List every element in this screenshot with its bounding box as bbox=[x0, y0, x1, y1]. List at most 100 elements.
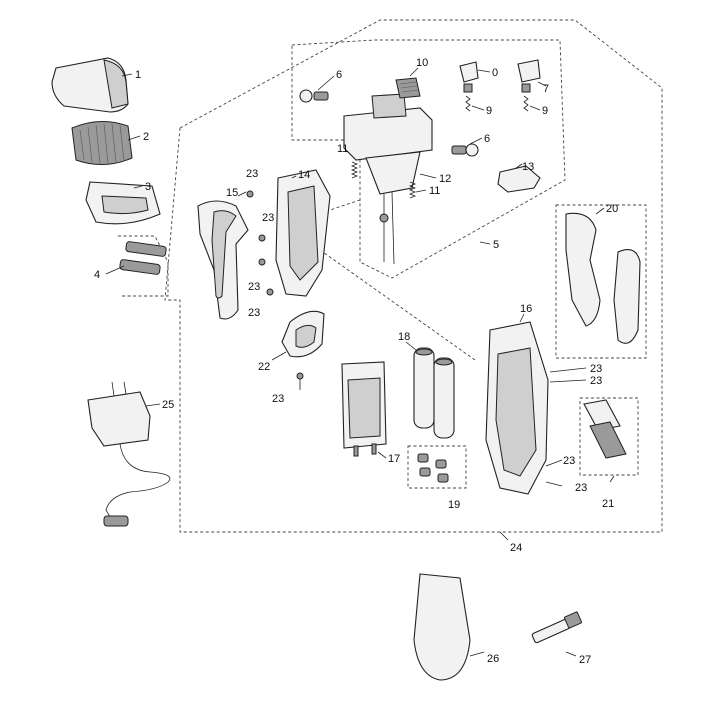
callout-6a: 6 bbox=[336, 69, 342, 81]
leader-3 bbox=[133, 185, 143, 189]
callout-4: 4 bbox=[94, 269, 100, 281]
callout-15: 15 bbox=[226, 187, 238, 199]
leader-2 bbox=[127, 135, 141, 141]
callout-26: 26 bbox=[487, 653, 499, 665]
part-23-screw-switch bbox=[296, 372, 304, 390]
leader-21 bbox=[609, 475, 615, 483]
callout-23d: 23 bbox=[248, 307, 260, 319]
callout-12: 12 bbox=[439, 173, 451, 185]
callout-1: 1 bbox=[135, 69, 141, 81]
leader-7 bbox=[537, 81, 547, 87]
callout-14: 14 bbox=[298, 169, 310, 181]
callout-23b: 23 bbox=[262, 212, 274, 224]
callout-9a: 9 bbox=[486, 105, 492, 117]
part-13-trimmer-knob bbox=[497, 165, 541, 193]
leader-17 bbox=[377, 451, 387, 459]
part-0-trimmer-lever-left bbox=[459, 61, 479, 93]
group-outline-19 bbox=[407, 445, 467, 489]
leader-20 bbox=[595, 207, 605, 215]
callout-22: 22 bbox=[258, 361, 270, 373]
leader-9b bbox=[529, 105, 541, 111]
callout-9b: 9 bbox=[542, 105, 548, 117]
leader-1 bbox=[121, 73, 133, 77]
group-outline-20 bbox=[555, 204, 647, 359]
part-20-grip-pads bbox=[565, 212, 641, 344]
callout-23a: 23 bbox=[246, 168, 258, 180]
leader-15 bbox=[237, 191, 247, 197]
group-outline-24 bbox=[164, 19, 663, 533]
part-4-inner-blades bbox=[119, 241, 167, 275]
part-10-head-cover bbox=[395, 77, 421, 99]
callout-11a: 11 bbox=[337, 143, 348, 155]
part-19-battery-terminals bbox=[417, 453, 449, 483]
callout-3: 3 bbox=[145, 181, 151, 193]
part-9-spring-left bbox=[465, 95, 471, 112]
leader-13 bbox=[515, 163, 523, 169]
leader-9a bbox=[471, 105, 485, 111]
part-14-front-frame bbox=[275, 169, 331, 297]
callout-25: 25 bbox=[162, 399, 174, 411]
part-11-spring-right bbox=[408, 181, 417, 199]
callout-23i: 23 bbox=[575, 482, 587, 494]
part-17-circuit-board bbox=[341, 361, 387, 457]
callout-5: 5 bbox=[493, 239, 499, 251]
callout-21: 21 bbox=[602, 498, 614, 510]
leader-22 bbox=[271, 351, 287, 361]
callout-17: 17 bbox=[388, 453, 400, 465]
callout-13: 13 bbox=[522, 161, 534, 173]
group-outline-21 bbox=[579, 397, 639, 476]
part-25-ac-adapter bbox=[87, 381, 171, 527]
callout-11b: 11 bbox=[429, 185, 440, 197]
leader-14 bbox=[291, 175, 297, 179]
leader-0 bbox=[477, 69, 491, 73]
callout-23e: 23 bbox=[272, 393, 284, 405]
leader-12 bbox=[419, 173, 437, 179]
callout-23h: 23 bbox=[563, 455, 575, 467]
part-18-battery-cells bbox=[413, 347, 455, 439]
callout-23c: 23 bbox=[248, 281, 260, 293]
callout-2: 2 bbox=[143, 131, 149, 143]
callout-7: 7 bbox=[543, 83, 549, 95]
leader-24 bbox=[499, 531, 509, 541]
leader-4 bbox=[105, 265, 125, 275]
leader-16 bbox=[519, 313, 525, 323]
part-7-trimmer-lever-right bbox=[517, 59, 541, 93]
part-5-head-block bbox=[343, 93, 433, 265]
leader-6b bbox=[469, 137, 483, 145]
leader-10 bbox=[409, 67, 419, 77]
part-23-screw-group-left bbox=[246, 190, 274, 296]
group-link-line-a bbox=[319, 249, 476, 361]
callout-24: 24 bbox=[510, 542, 522, 554]
callout-10: 10 bbox=[416, 57, 428, 69]
callout-18: 18 bbox=[398, 331, 410, 343]
callout-6b: 6 bbox=[484, 133, 490, 145]
leader-5 bbox=[479, 241, 491, 245]
callout-23g: 23 bbox=[590, 375, 602, 387]
leader-11b bbox=[415, 189, 427, 193]
callout-27: 27 bbox=[579, 654, 591, 666]
part-11-spring-left bbox=[350, 161, 359, 179]
callout-20: 20 bbox=[606, 203, 618, 215]
part-3-foil-frame bbox=[85, 181, 161, 225]
leader-25 bbox=[145, 403, 161, 407]
part-6-pivot-left bbox=[299, 89, 329, 103]
leader-18 bbox=[405, 341, 417, 351]
part-21-trimmer-blade bbox=[583, 399, 627, 459]
part-22-switch-cover bbox=[281, 310, 325, 358]
callout-23f: 23 bbox=[590, 363, 602, 375]
part-16-rear-case bbox=[485, 321, 549, 495]
part-27-cleaning-brush bbox=[531, 611, 583, 644]
leader-6a bbox=[317, 75, 335, 91]
head-wire-b bbox=[391, 191, 395, 265]
callout-19: 19 bbox=[448, 499, 460, 511]
callout-16: 16 bbox=[520, 303, 532, 315]
part-15-side-grip bbox=[197, 200, 249, 320]
leader-27 bbox=[565, 651, 577, 657]
group-outline-5 bbox=[291, 39, 566, 279]
part-26-pouch bbox=[413, 573, 471, 681]
group-outline-4 bbox=[118, 235, 169, 297]
part-9-spring-right bbox=[523, 95, 529, 112]
part-2-outer-foil bbox=[71, 121, 133, 165]
